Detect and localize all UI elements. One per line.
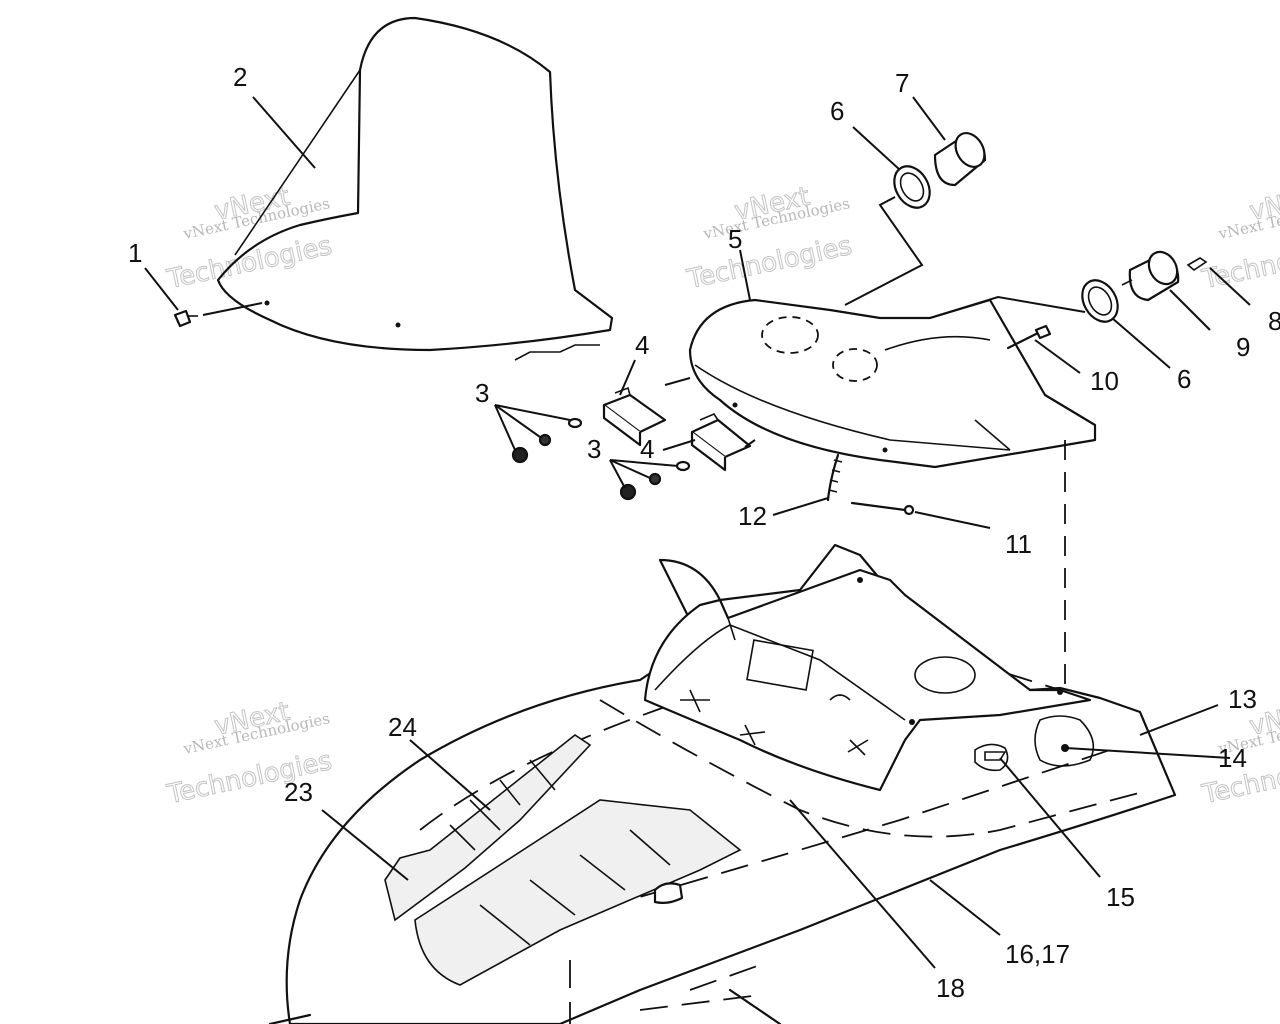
- callout-4: 4: [640, 434, 654, 464]
- watermark-2: vNext Technologies vNext Technologies: [684, 181, 856, 296]
- bracket-upper: [602, 386, 667, 447]
- gauge-ring-upper: [893, 165, 931, 209]
- fastener-set-lower: [619, 460, 691, 501]
- gauge-right: [1121, 250, 1180, 302]
- screw: [173, 302, 263, 328]
- callout-4: 4: [635, 330, 649, 360]
- callout-8: 8: [1268, 306, 1280, 336]
- assembly-lines: [664, 196, 1086, 690]
- callout-labels: 2 1 3 3 4 4 5 6 6 7 8 9 10 11 12 13 14 1…: [128, 62, 1280, 1003]
- harness: [826, 453, 843, 502]
- callout-14: 14: [1218, 743, 1247, 773]
- windshield: [216, 16, 614, 361]
- callout-15: 15: [1106, 882, 1135, 912]
- callout-23: 23: [284, 777, 313, 807]
- watermark-text: vNext: [1247, 182, 1280, 227]
- leader-lines: [144, 96, 1251, 969]
- callout-2: 2: [233, 62, 247, 92]
- callout-16-17: 16,17: [1005, 939, 1070, 969]
- instrument-console: [688, 298, 1097, 469]
- callout-10: 10: [1090, 366, 1119, 396]
- watermark-4: vNext Technologies vNext Technologies: [164, 696, 336, 811]
- pin: [850, 501, 915, 516]
- callout-12: 12: [738, 501, 767, 531]
- gauge-upper: [933, 132, 987, 187]
- callout-7: 7: [895, 68, 909, 98]
- bulb: [1186, 257, 1208, 271]
- callout-18: 18: [936, 973, 965, 1003]
- callout-3: 3: [475, 378, 489, 408]
- gauge-ring-right: [1081, 279, 1119, 323]
- callout-13: 13: [1228, 684, 1257, 714]
- bracket-lower: [690, 413, 752, 472]
- fastener-set-upper: [511, 417, 583, 464]
- callout-24: 24: [388, 712, 417, 742]
- watermark-text: Technologies: [1199, 231, 1280, 295]
- watermark-3: vNext Technologies vNext Technologies: [1199, 181, 1280, 296]
- callout-6: 6: [1177, 364, 1191, 394]
- callout-5: 5: [728, 224, 742, 254]
- callout-3: 3: [587, 434, 601, 464]
- hood: [268, 543, 1177, 1024]
- callout-11: 11: [1005, 529, 1032, 559]
- callout-6: 6: [830, 96, 844, 126]
- callout-1: 1: [128, 238, 142, 268]
- watermark-1: vNext Technologies vNext Technologies: [164, 181, 336, 296]
- connector: [1006, 324, 1052, 350]
- callout-9: 9: [1236, 332, 1250, 362]
